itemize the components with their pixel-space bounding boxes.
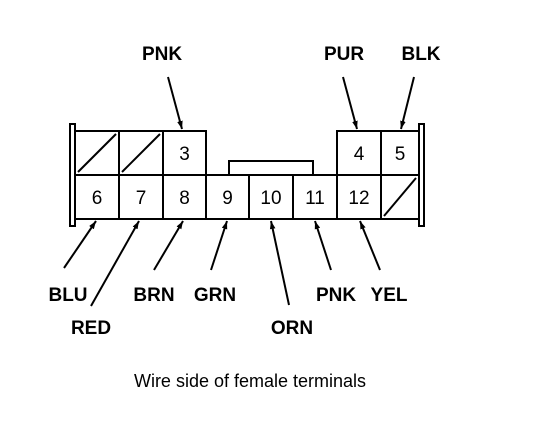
arrow-pin-7 — [90, 220, 140, 307]
arrow-pin-10 — [269, 220, 290, 306]
unused-mark — [383, 177, 417, 217]
wire-label-pin-8: BRN — [133, 285, 174, 306]
pin-number-7: 7 — [136, 188, 147, 209]
unused-mark — [121, 133, 161, 173]
locking-tab — [228, 160, 314, 175]
arrow-pin-9 — [210, 220, 228, 271]
arrow-pin-11 — [314, 220, 332, 271]
arrow-pin-5 — [400, 76, 415, 130]
pin-number-12: 12 — [348, 188, 369, 209]
leader-arrows — [63, 76, 415, 307]
pin-number-4: 4 — [354, 144, 365, 165]
pin-number-6: 6 — [92, 188, 103, 209]
pin-number-5: 5 — [395, 144, 406, 165]
right-ear — [418, 123, 425, 227]
diagram-caption: Wire side of female terminals — [134, 371, 366, 391]
pin-number-8: 8 — [179, 188, 190, 209]
wire-label-pin-9: GRN — [194, 285, 236, 306]
pin-number-3: 3 — [179, 144, 190, 165]
terminal-numbers: 3 4 5 6 7 8 9 10 11 12 — [92, 144, 406, 209]
pin-number-11: 11 — [305, 188, 325, 209]
wire-label-pin-10: ORN — [271, 318, 313, 339]
arrow-pin-12 — [359, 220, 381, 271]
pin-number-9: 9 — [222, 188, 233, 209]
arrow-pin-4 — [342, 76, 358, 130]
wire-label-pin-7: RED — [71, 318, 111, 339]
pin-number-10: 10 — [260, 188, 281, 209]
wire-label-pin-6: BLU — [48, 285, 87, 306]
arrow-pin-8 — [153, 220, 184, 271]
left-ear — [69, 123, 76, 227]
connector-body — [69, 123, 425, 227]
arrow-pin-6 — [63, 220, 97, 269]
wire-labels: PNK PUR BLK BLU RED BRN GRN ORN PNK YEL — [48, 44, 440, 339]
wire-label-pin-4: PUR — [324, 44, 364, 65]
wire-label-pin-5: BLK — [401, 44, 440, 65]
wire-label-pin-11: PNK — [316, 285, 356, 306]
wire-label-pin-3: PNK — [142, 44, 182, 65]
unused-mark — [77, 133, 117, 173]
wire-label-pin-12: YEL — [371, 285, 408, 306]
arrow-pin-3 — [167, 76, 183, 130]
